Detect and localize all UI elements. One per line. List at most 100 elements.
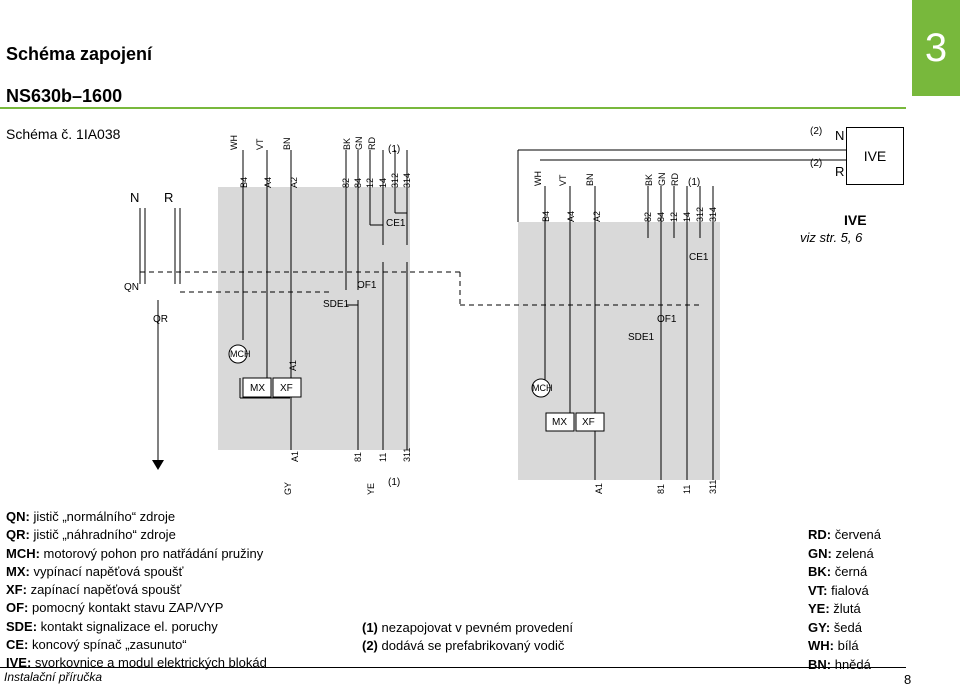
- ive-box-label: IVE: [863, 148, 887, 164]
- legend-item: MX: vypínací napěťová spoušť: [6, 563, 184, 579]
- left-term-6: 14: [378, 178, 388, 188]
- left-module: [218, 187, 410, 450]
- page-number: 8: [904, 672, 912, 687]
- chapter-number: 3: [924, 26, 948, 70]
- ive-feed-lines: [517, 149, 846, 222]
- ive-box: IVE: [846, 127, 904, 185]
- label-r: R: [164, 190, 173, 205]
- color-item: BK: černá: [808, 564, 868, 579]
- label-xf-left: XF: [280, 383, 293, 394]
- wiring-diagram: WH VT BN BK GN RD B4 A4 A2 82 84 12 14 3…: [124, 126, 846, 495]
- label-mx-left: MX: [250, 383, 265, 394]
- right-term-3: 82: [643, 212, 653, 222]
- right-top-wires: [544, 186, 714, 480]
- breaker-lines: [139, 208, 181, 460]
- color-item: VT: fialová: [808, 582, 869, 598]
- right-term-4: 84: [656, 212, 666, 222]
- label-sde1-left: SDE1: [323, 299, 350, 310]
- right-wire-4: GN: [657, 173, 667, 187]
- legend-item: CE: koncový spínač „zasunuto“: [6, 637, 187, 653]
- note-item: (2) dodává se prefabrikovaný vodič: [362, 638, 565, 653]
- label-note1-top-left: (1): [388, 144, 400, 155]
- left-term-5: 12: [365, 178, 375, 188]
- right-top-labels: WH VT BN BK GN RD B4 A4 A2 82 84 12 14 3…: [533, 171, 718, 222]
- right-xf-box: [575, 412, 605, 432]
- right-wire-5: RD: [670, 173, 680, 186]
- legend-item: OF: pomocný kontakt stavu ZAP/VYP: [6, 600, 224, 616]
- left-bottom-wire-1: YE: [366, 483, 376, 495]
- left-term-3: 82: [341, 178, 351, 188]
- left-wire-1: VT: [255, 138, 265, 150]
- scheme-number: Schéma č. 1IA038: [6, 126, 121, 142]
- label-note1-bottom-left: (1): [388, 477, 400, 488]
- right-wire-2: BN: [585, 173, 595, 186]
- left-bottom-term-1: 81: [353, 452, 363, 462]
- label-ce1-left: CE1: [386, 218, 406, 229]
- right-term-0: B4: [541, 211, 551, 222]
- color-item: GY: šedá: [808, 619, 862, 635]
- left-term-4: 84: [353, 178, 363, 188]
- chapter-badge: 3: [912, 0, 960, 96]
- color-item: BN: hnědá: [808, 656, 871, 672]
- label-mx-right: MX: [552, 417, 567, 428]
- right-bottom-labels: A1 81 11 311: [594, 480, 718, 494]
- left-term-0: B4: [239, 177, 249, 188]
- ive-reference: viz str. 5, 6: [800, 230, 863, 245]
- breaker-arrow-icon: [152, 460, 164, 470]
- color-item: WH: bílá: [808, 638, 859, 653]
- left-top-labels: WH VT BN BK GN RD B4 A4 A2 82 84 12 14 3…: [229, 135, 412, 371]
- left-bottom-term-3: 311: [402, 448, 412, 462]
- footer-divider: [0, 667, 906, 668]
- right-term-8: 314: [708, 207, 718, 222]
- right-wire-3: BK: [644, 174, 654, 186]
- right-bottom-term-3: 311: [708, 480, 718, 494]
- section-title: Schéma zapojení: [6, 44, 153, 64]
- header-divider: [0, 107, 906, 109]
- component-legend: QN: jistič „normálního“ zdroje QR: jisti…: [6, 508, 267, 673]
- legend-item: QR: jistič „náhradního“ zdroje: [6, 527, 176, 543]
- ive-title: IVE: [844, 212, 867, 228]
- left-bottom-term-2: 11: [378, 453, 388, 462]
- label-note2-top: (2): [810, 126, 822, 137]
- left-bottom-labels: A1 81 11 311 GY YE: [283, 448, 412, 495]
- label-xf-right: XF: [582, 417, 595, 428]
- left-bottom-wire-0: GY: [283, 482, 293, 495]
- label-ce1-right: CE1: [689, 252, 709, 263]
- right-term-6: 14: [682, 212, 692, 222]
- label-note1-top-right: (1): [688, 177, 700, 188]
- left-wire-0: WH: [229, 135, 239, 150]
- right-bottom-term-0: A1: [594, 483, 604, 494]
- label-mch-right: MCH: [532, 383, 553, 393]
- left-term-2: A2: [289, 177, 299, 188]
- label-note2-bottom: (2): [810, 158, 822, 169]
- color-item: YE: žlutá: [808, 601, 861, 616]
- left-top-wires: [242, 150, 408, 200]
- left-inner-wires: [239, 200, 408, 450]
- legend-item: IVE: svorkovnice a modul elektrických bl…: [6, 655, 267, 671]
- label-sde1-right: SDE1: [628, 332, 655, 343]
- label-ive-r: R: [835, 164, 844, 179]
- left-term-7: 312: [390, 173, 400, 188]
- component-labels: N R QN QR MCH MX XF SDE1 OF1 CE1 MCH MX …: [124, 126, 844, 488]
- wire-color-legend: RD: červená GN: zelená BK: černá VT: fia…: [808, 526, 881, 674]
- legend-item: MCH: motorový pohon pro natřádání pružin…: [6, 545, 264, 561]
- legend-item: SDE: kontakt signalizace el. poruchy: [6, 618, 218, 634]
- label-ive-n: N: [835, 128, 844, 143]
- label-qn: QN: [124, 282, 139, 293]
- left-bottom-term-0: A1: [290, 451, 300, 462]
- right-bottom-term-1: 81: [656, 484, 666, 494]
- left-term-1: A4: [263, 177, 273, 188]
- label-mch-left: MCH: [230, 349, 251, 359]
- left-wire-3: BK: [342, 138, 352, 150]
- label-of1-left: OF1: [357, 280, 377, 291]
- legend-item: QN: jistič „normálního“ zdroje: [6, 509, 176, 524]
- left-mch-motor: [228, 344, 248, 364]
- note-item: (1) nezapojovat v pevném provedení: [362, 620, 574, 635]
- label-qr: QR: [153, 314, 168, 325]
- right-term-2: A2: [592, 211, 602, 222]
- color-item: GN: zelená: [808, 545, 874, 561]
- right-mx-box: [545, 412, 575, 432]
- label-n: N: [130, 190, 139, 205]
- right-wire-0: WH: [533, 171, 543, 186]
- left-wire-2: BN: [282, 137, 292, 150]
